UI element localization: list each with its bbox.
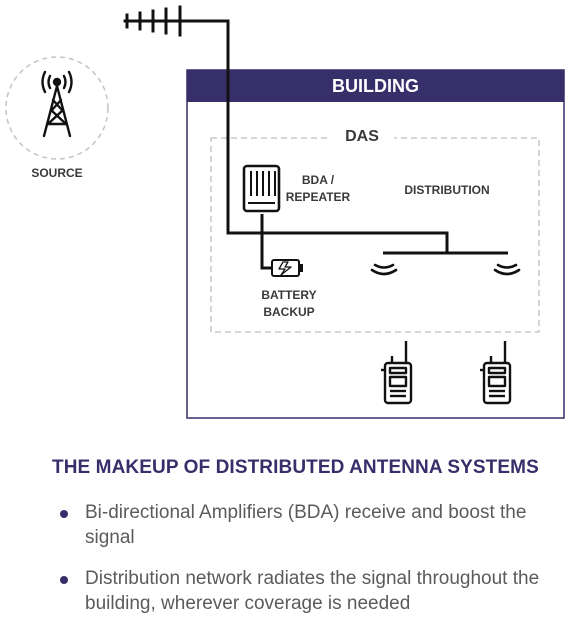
battery-label-line2: BACKUP [263,305,315,319]
antenna-icon [123,5,230,37]
bda-repeater-icon [242,164,281,213]
bda-label-line2: REPEATER [285,190,351,204]
battery-icon [271,259,303,277]
source-label-text: SOURCE [31,166,83,180]
radio-icon [480,341,512,405]
das-label: DAS [330,128,394,146]
distribution-label-text: DISTRIBUTION [404,183,490,197]
bullet-list: Bi-directional Amplifiers (BDA) receive … [52,500,557,632]
bullet-item: Bi-directional Amplifiers (BDA) receive … [52,500,557,550]
section-heading: THE MAKEUP OF DISTRIBUTED ANTENNA SYSTEM… [52,457,539,478]
building-header-bar [187,70,564,102]
broadcast-antenna-icon [370,263,398,276]
source-label: SOURCE [22,165,92,182]
das-diagram [5,5,565,419]
radio-icon [381,341,413,405]
source-circle [5,56,109,160]
distribution-label: DISTRIBUTION [398,182,496,199]
cell-tower-icon [41,70,73,138]
feed-cable [226,21,262,235]
battery-label: BATTERY BACKUP [252,287,326,321]
bda-label: BDA / REPEATER [282,172,354,206]
bullet-item: Distribution network radiates the signal… [52,566,557,616]
distribution-cable [260,214,449,253]
battery-label-line1: BATTERY [261,288,317,302]
broadcast-antenna-icon [493,263,521,276]
battery-cable [260,233,272,270]
building-label: BUILDING [332,75,419,96]
bda-label-line1: BDA / [301,173,335,187]
